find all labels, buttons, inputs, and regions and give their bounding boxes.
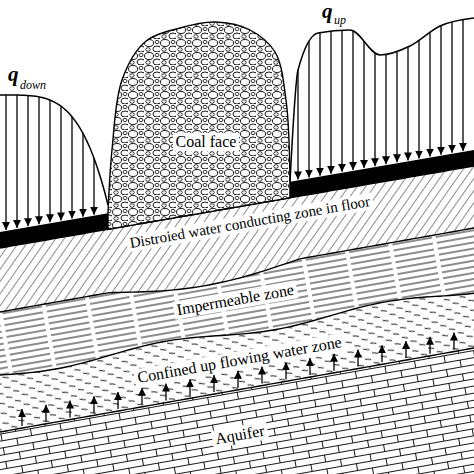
pressure-arrow	[405, 341, 406, 358]
pressure-arrow	[363, 41, 364, 168]
pressure-arrow	[418, 40, 419, 158]
pressure-arrow	[21, 409, 22, 426]
pressure-arrow	[381, 345, 382, 362]
pressure-arrow	[407, 47, 408, 160]
pressure-arrow	[117, 392, 118, 409]
pressure-arrow	[237, 371, 238, 388]
pressure-arrow	[440, 26, 441, 155]
pressure-arrow	[462, 19, 463, 150]
pressure-arrow	[396, 52, 397, 163]
pressure-arrow	[93, 396, 94, 413]
pressure-arrow	[429, 32, 430, 156]
pressure-arrow	[330, 31, 331, 174]
pressure-arrow	[308, 41, 309, 178]
pressure-arrow	[213, 375, 214, 392]
pressure-arrow	[297, 70, 298, 179]
pressure-arrow	[285, 362, 286, 379]
load-envelope	[290, 18, 474, 182]
goaf-rock	[108, 22, 290, 229]
pressure-arrow	[309, 358, 310, 375]
pressure-arrow	[82, 133, 83, 216]
pressure-arrow	[165, 384, 166, 401]
coal-seam	[290, 150, 474, 198]
pressure-arrow	[333, 354, 334, 371]
pressure-arrow	[429, 337, 430, 354]
pressure-arrow	[60, 106, 61, 220]
pressure-arrow	[451, 22, 452, 153]
pressure-arrow	[341, 30, 342, 172]
pressure-arrow	[352, 31, 353, 170]
pressure-arrow	[49, 100, 50, 222]
load-symbol: q	[322, 1, 333, 22]
pressure-arrow	[261, 367, 262, 384]
pressure-arrow	[27, 95, 28, 226]
pressure-arrow	[93, 158, 94, 215]
pressure-arrow	[69, 401, 70, 418]
pressure-arrow	[71, 117, 72, 219]
pressure-arrow	[5, 95, 6, 230]
pressure-arrow	[141, 388, 142, 405]
load-envelope	[0, 95, 108, 205]
goaf-label-box: Coal face	[173, 133, 240, 151]
load-subscript: up	[334, 14, 346, 26]
pressure-arrow	[374, 53, 375, 166]
pressure-arrow	[357, 350, 358, 367]
coal-seam	[0, 213, 108, 248]
load-subscript: down	[20, 79, 46, 91]
pressure-arrow	[38, 97, 39, 224]
pressure-arrow	[453, 333, 454, 350]
load-symbol: q	[8, 64, 19, 85]
pressure-arrow	[189, 379, 190, 396]
pressure-arrow	[45, 405, 46, 422]
pressure-arrow	[385, 55, 386, 165]
zone-label: Coal face	[173, 133, 240, 151]
pressure-arrow	[16, 95, 17, 228]
pressure-arrow	[319, 33, 320, 176]
